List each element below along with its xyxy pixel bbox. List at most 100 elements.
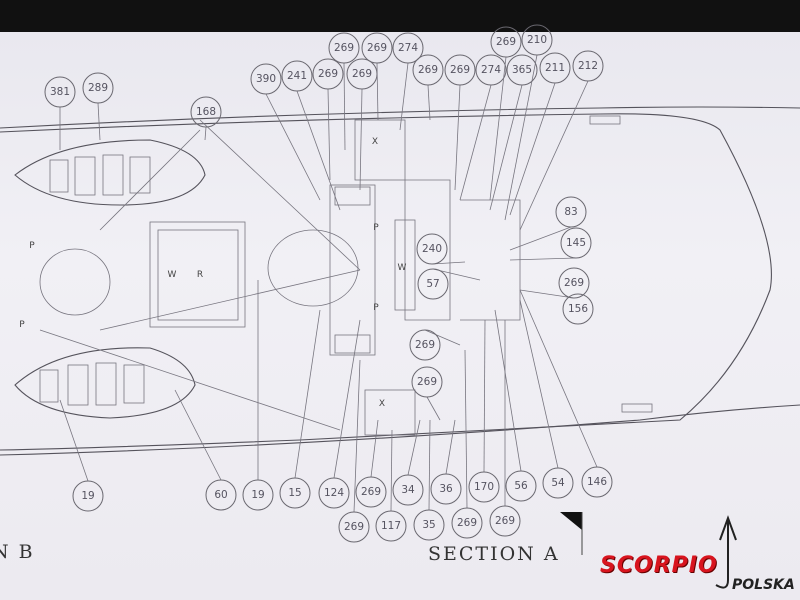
letter-p: P (29, 241, 35, 251)
leader-line (519, 299, 559, 469)
callout-bubble: 269 (312, 58, 344, 181)
callout-bubble: 269 (411, 366, 443, 421)
letter-p: P (19, 320, 25, 330)
callout-number: 212 (578, 60, 598, 72)
letter-w: W (168, 270, 177, 280)
callout-circle (44, 76, 76, 108)
callout-bubble: 210 (504, 24, 553, 221)
callout-number: 390 (256, 73, 276, 85)
callout-circle (375, 510, 407, 542)
callout-number: 36 (439, 483, 453, 495)
callout-circle (190, 96, 222, 128)
leader-line (464, 349, 468, 509)
callout-circle (413, 509, 445, 541)
callout-circle (328, 32, 360, 64)
callout-number: 146 (587, 476, 607, 488)
callout-circle (412, 54, 444, 86)
callout-bubble: 212 (519, 50, 604, 231)
callout-number: 241 (287, 70, 307, 82)
callout-circle (451, 507, 483, 539)
callout-number: 269 (352, 68, 372, 80)
letter-p: P (373, 223, 379, 233)
callout-bubble: 15 (279, 309, 321, 509)
callout-number: 269 (367, 42, 387, 54)
leader-line (370, 419, 379, 478)
callout-number: 56 (514, 480, 528, 492)
leader-line (519, 289, 598, 468)
leader-line (454, 84, 461, 191)
callout-bubble: 156 (562, 293, 594, 325)
callout-bubble: 390 (250, 63, 321, 201)
callout-number: 240 (422, 243, 442, 255)
leader-line (509, 82, 556, 216)
leader-line (459, 84, 492, 201)
callout-bubble: 269 (519, 267, 590, 299)
callout-circle (205, 479, 237, 511)
letter-p: P (373, 303, 379, 313)
callout-bubble: 145 (509, 227, 592, 261)
callout-number: 170 (474, 481, 494, 493)
letter-w: W (398, 263, 407, 273)
callout-number: 381 (50, 86, 70, 98)
callout-circle (409, 329, 441, 361)
callout-bubble: 57 (417, 268, 481, 300)
callout-number: 269 (457, 517, 477, 529)
callout-bubble: 54 (519, 299, 574, 499)
lifeboat-bottom (14, 347, 196, 419)
callout-number: 274 (398, 42, 418, 54)
callout-number: 117 (381, 520, 401, 532)
callout-number: 145 (566, 237, 586, 249)
callout-bubble: 35 (413, 419, 445, 541)
callout-circle (475, 54, 507, 86)
callout-bubble: 56 (494, 309, 537, 502)
leader-line (59, 399, 89, 482)
callout-bubble: 269 (409, 329, 461, 361)
leader-line (489, 84, 523, 211)
callout-bubble: 269 (346, 58, 378, 191)
callout-number: 269 (418, 64, 438, 76)
callout-number: 269 (361, 486, 381, 498)
callout-number: 211 (545, 62, 565, 74)
callout-number: 269 (496, 36, 516, 48)
section-a-title: SECTION A (428, 543, 560, 565)
callout-bubble: 269 (412, 54, 444, 121)
callout-number: 269 (417, 376, 437, 388)
callout-number: 210 (527, 34, 547, 46)
callout-number: 35 (422, 519, 435, 531)
callout-number: 269 (415, 339, 435, 351)
callout-circle (572, 50, 604, 82)
callout-bubble: 269 (489, 320, 521, 537)
hull-outline (0, 106, 800, 129)
callout-number: 269 (344, 521, 364, 533)
callout-circle (506, 54, 538, 86)
leader-line (204, 126, 207, 141)
leader-line (509, 257, 577, 261)
leader-line (294, 309, 321, 479)
logo-scorpio: SCORPIO (600, 553, 718, 578)
callout-circle (82, 72, 114, 104)
callout-circle (318, 477, 350, 509)
section-marker-icon (560, 512, 582, 530)
leader-line (376, 62, 379, 121)
callout-circle (555, 196, 587, 228)
callout-number: 365 (512, 64, 532, 76)
leader-line (427, 84, 431, 121)
callout-number: 269 (334, 42, 354, 54)
callout-bubble: 289 (82, 72, 114, 141)
callout-circle (560, 227, 592, 259)
callout-bubble: 269 (328, 32, 360, 151)
callout-circle (355, 476, 387, 508)
callout-bubble: 274 (392, 32, 424, 131)
lifeboat-top (14, 139, 206, 206)
callout-bubble: 241 (281, 60, 341, 211)
leader-line (97, 102, 101, 141)
callout-bubble: 170 (468, 319, 500, 503)
leader-line (327, 88, 331, 181)
leader-line (265, 93, 321, 201)
callout-bubble: 211 (509, 52, 571, 216)
callout-bubble: 269 (444, 54, 476, 191)
callout-bubble: 124 (318, 319, 361, 509)
callout-circle (392, 474, 424, 506)
callout-number: 60 (214, 489, 227, 501)
